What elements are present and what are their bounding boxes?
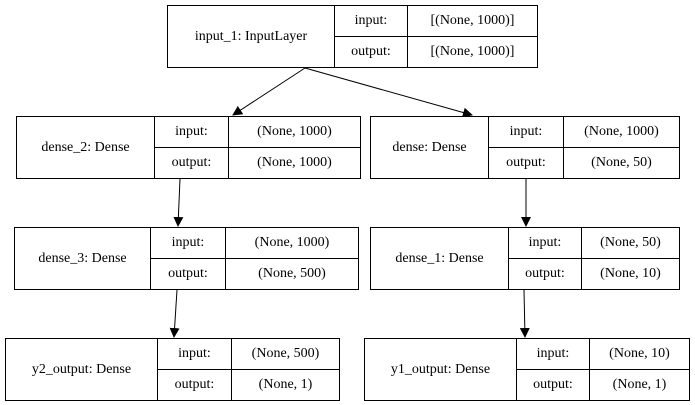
edge-input_1-to-dense_2 bbox=[232, 67, 306, 116]
input-label: input: bbox=[509, 228, 581, 259]
node-dense-3: dense_3: Dense input: output: (None, 100… bbox=[14, 227, 359, 290]
output-shape: (None, 1000) bbox=[257, 155, 332, 170]
output-label: output: bbox=[525, 266, 565, 281]
input-label: input: bbox=[155, 117, 228, 148]
output-shape: (None, 1) bbox=[258, 377, 313, 392]
output-label: output: bbox=[351, 44, 391, 59]
output-label: output: bbox=[506, 155, 546, 170]
output-shape: (None, 50) bbox=[591, 155, 652, 170]
input-shape: (None, 50) bbox=[582, 228, 679, 259]
output-shape: (None, 500) bbox=[258, 266, 326, 281]
node-y2-output: y2_output: Dense input: output: (None, 5… bbox=[5, 338, 340, 401]
node-dense: dense: Dense input: output: (None, 1000)… bbox=[370, 116, 680, 179]
output-shape: (None, 10) bbox=[600, 266, 661, 281]
output-shape: [(None, 1000)] bbox=[430, 44, 515, 59]
node-name: dense_1: Dense bbox=[371, 228, 509, 289]
output-label: output: bbox=[174, 377, 215, 392]
node-dense-1: dense_1: Dense input: output: (None, 50)… bbox=[370, 227, 680, 290]
input-shape: (None, 1000) bbox=[229, 117, 360, 148]
input-shape: (None, 500) bbox=[232, 339, 339, 370]
node-dense-2: dense_2: Dense input: output: (None, 100… bbox=[16, 116, 361, 179]
node-name: y2_output: Dense bbox=[6, 339, 158, 400]
input-shape: (None, 1000) bbox=[226, 228, 358, 259]
output-shape: (None, 1) bbox=[612, 377, 667, 392]
input-shape: [(None, 1000)] bbox=[408, 6, 537, 37]
node-name: dense: Dense bbox=[371, 117, 489, 178]
node-name: input_1: InputLayer bbox=[168, 6, 335, 67]
input-label: input: bbox=[517, 339, 589, 370]
node-name: dense_2: Dense bbox=[17, 117, 155, 178]
input-label: input: bbox=[335, 6, 407, 37]
edge-dense_3-to-y2_output bbox=[169, 289, 180, 338]
edge-input_1-to-dense bbox=[304, 67, 473, 118]
input-label: input: bbox=[489, 117, 563, 148]
node-name: y1_output: Dense bbox=[365, 339, 517, 400]
node-name: dense_3: Dense bbox=[15, 228, 151, 289]
output-label: output: bbox=[171, 155, 212, 170]
output-label: output: bbox=[533, 377, 573, 392]
input-shape: (None, 1000) bbox=[564, 117, 679, 148]
input-shape: (None, 10) bbox=[590, 339, 689, 370]
input-label: input: bbox=[151, 228, 225, 259]
edge-dense_1-to-y1_output bbox=[519, 289, 530, 338]
input-label: input: bbox=[158, 339, 231, 370]
edge-dense_2-to-dense_3 bbox=[173, 178, 184, 227]
output-label: output: bbox=[168, 266, 208, 281]
node-input-1: input_1: InputLayer input: output: [(Non… bbox=[167, 5, 538, 68]
node-y1-output: y1_output: Dense input: output: (None, 1… bbox=[364, 338, 690, 401]
